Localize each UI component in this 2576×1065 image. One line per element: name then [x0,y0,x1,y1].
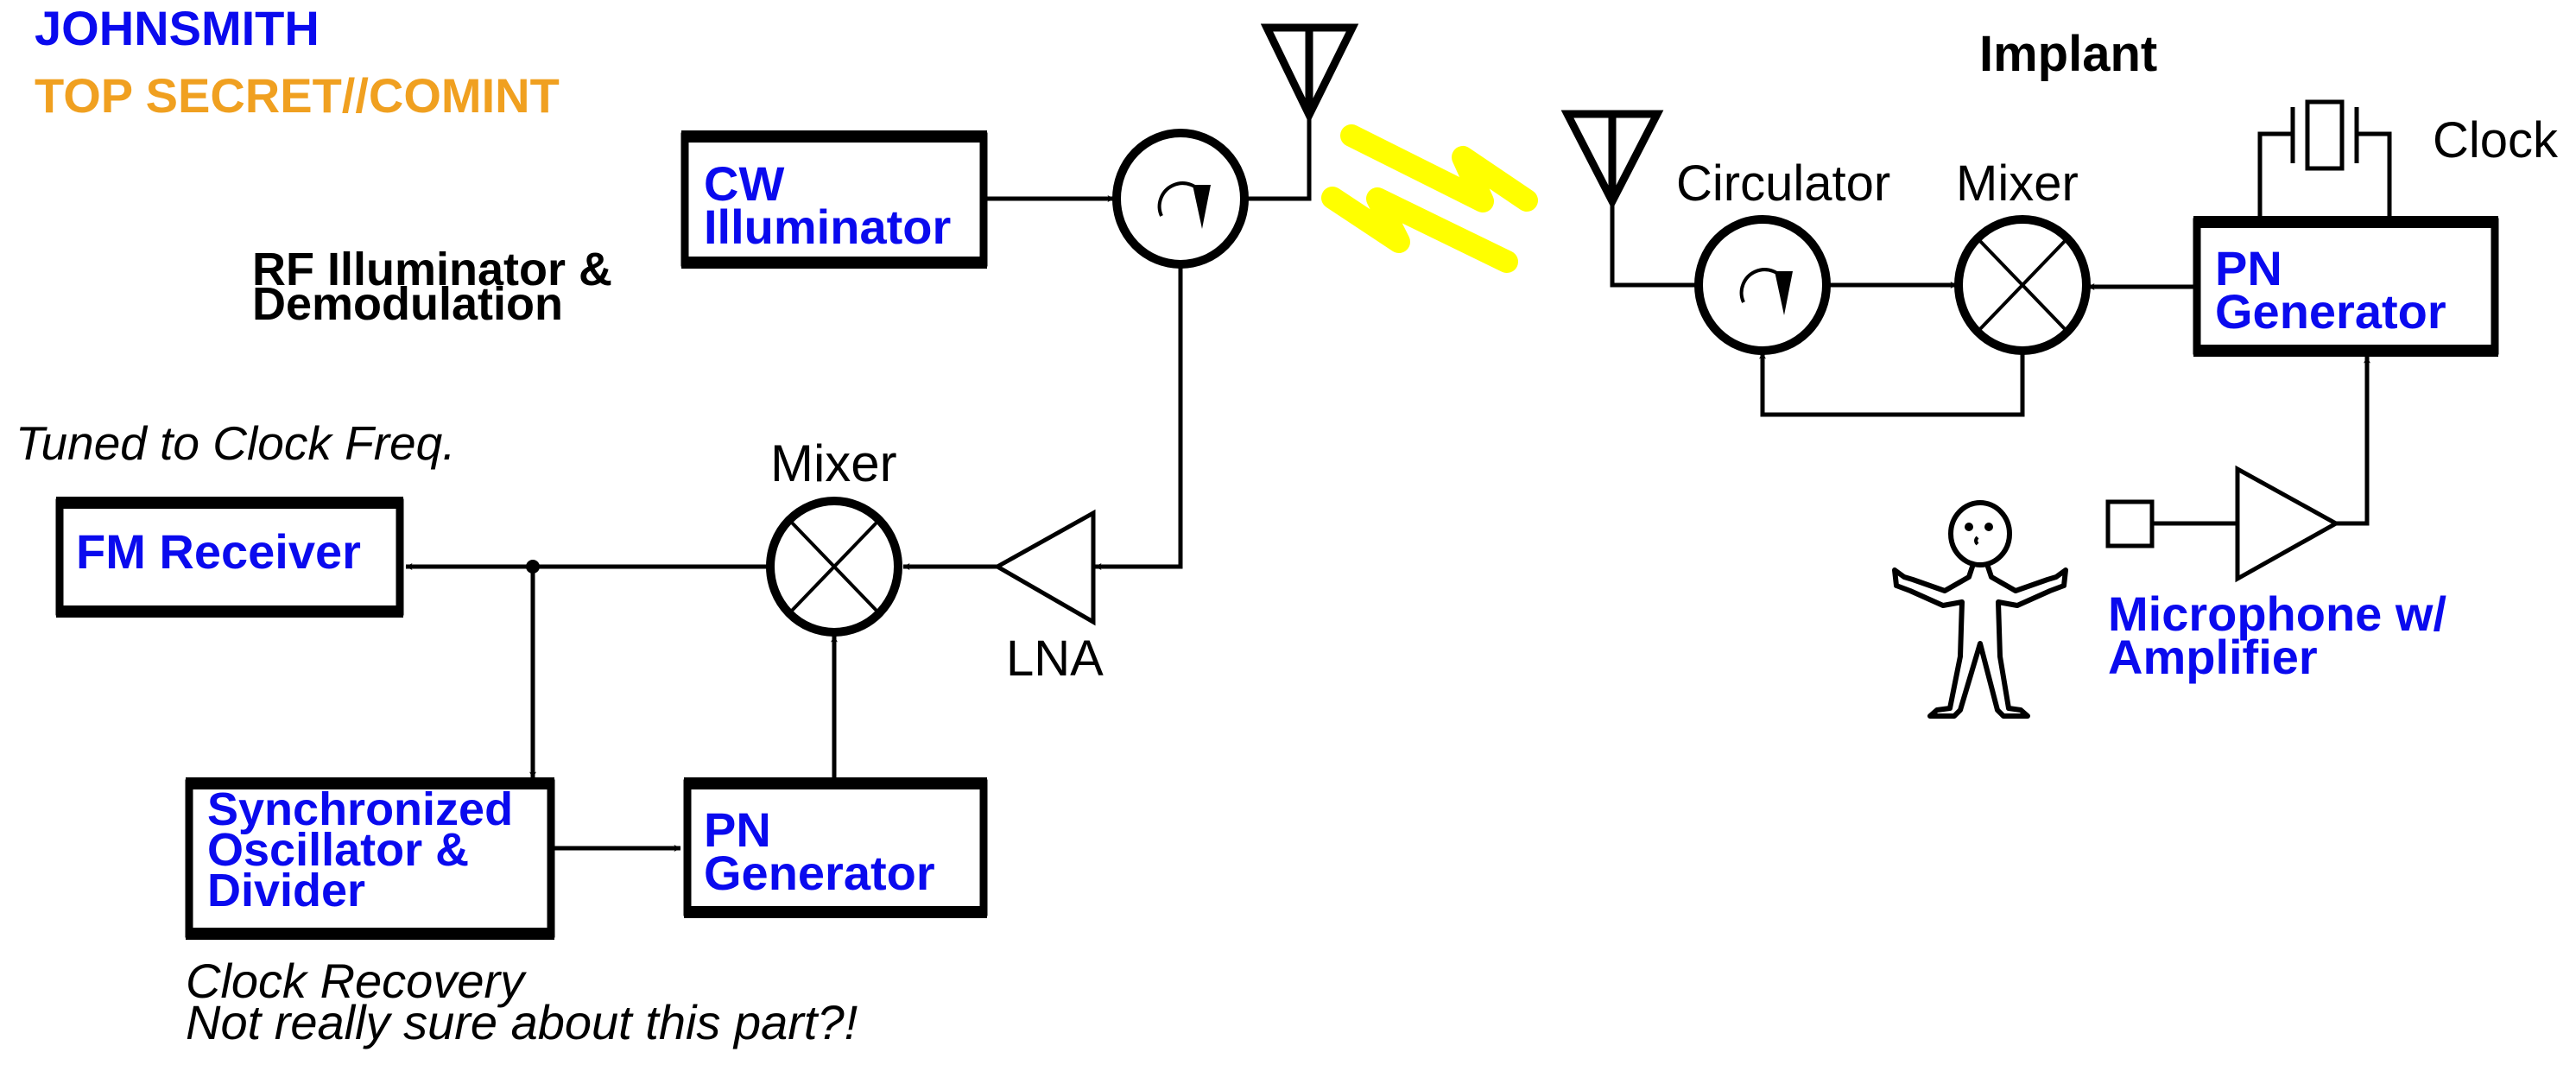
antenna-icon [1560,110,1664,210]
circulator-icon [1112,129,1249,269]
crystal-oscillator-icon [2257,99,2392,220]
classification-banner: TOP SECRET//COMINT [35,68,560,123]
implant-mixer-label: Mixer [1956,155,2079,212]
wire-mixer-to-circulator-loop [1759,351,2025,417]
wire-antenna-to-circulator [1610,201,1697,288]
uncertainty-note: Not really sure about this part?! [186,995,858,1049]
amplifier-triangle-icon [2235,465,2341,583]
pn-generator-block-receiver: PN Generator [683,777,988,918]
cw-box-label-line2: Illuminator [704,200,951,254]
pn-box-line1: PN [704,802,771,857]
section-title-illuminator: RF Illuminator & [252,244,612,295]
fm-note: Tuned to Clock Freq. [16,416,455,470]
wire-circulator-to-antenna [1244,115,1312,201]
antenna-icon [1260,23,1359,124]
mixer-icon [766,497,902,637]
fm-receiver-block: FM Receiver [55,497,404,618]
clock-recovery-note: Clock Recovery [186,954,527,1008]
section-title-demodulation: Demodulation [252,278,563,330]
sync-box-line3: Divider [207,865,365,916]
sync-box-line1: Synchronized [207,783,513,835]
pn-generator-block-implant: PN Generator [2193,216,2499,357]
amplifier-triangle-icon [992,509,1096,626]
owner-label: JOHNSMITH [35,1,320,55]
sync-oscillator-block: Synchronized Oscillator & Divider [185,777,555,940]
cw-box-label-line1: CW [704,156,784,211]
microphone-square-icon [2105,499,2155,548]
implant-pn-line2: Generator [2215,284,2446,339]
clock-label: Clock [2433,112,2559,168]
pn-box-line2: Generator [704,846,935,900]
lightning-bolt-icon [1321,124,1538,273]
circulator-icon [1694,215,1831,355]
cw-illuminator-block: CW Illuminator [680,130,988,269]
sync-box-line2: Oscillator & [207,824,469,876]
stick-figure-icon [1892,500,2068,719]
circulator-label: Circulator [1676,155,1890,212]
lna-label: LNA [1006,631,1104,687]
implant-pn-line1: PN [2215,241,2282,295]
mixer-icon [1954,215,2091,355]
mic-label-line2: Amplifier [2108,630,2318,684]
wire-circulator-to-lna [1094,264,1183,570]
mixer-label: Mixer [770,434,897,492]
implant-title: Implant [1979,26,2157,82]
fm-receiver-label: FM Receiver [76,524,361,579]
mic-label-line1: Microphone w/ [2108,586,2446,641]
wire-amp-to-pn [2336,356,2370,526]
